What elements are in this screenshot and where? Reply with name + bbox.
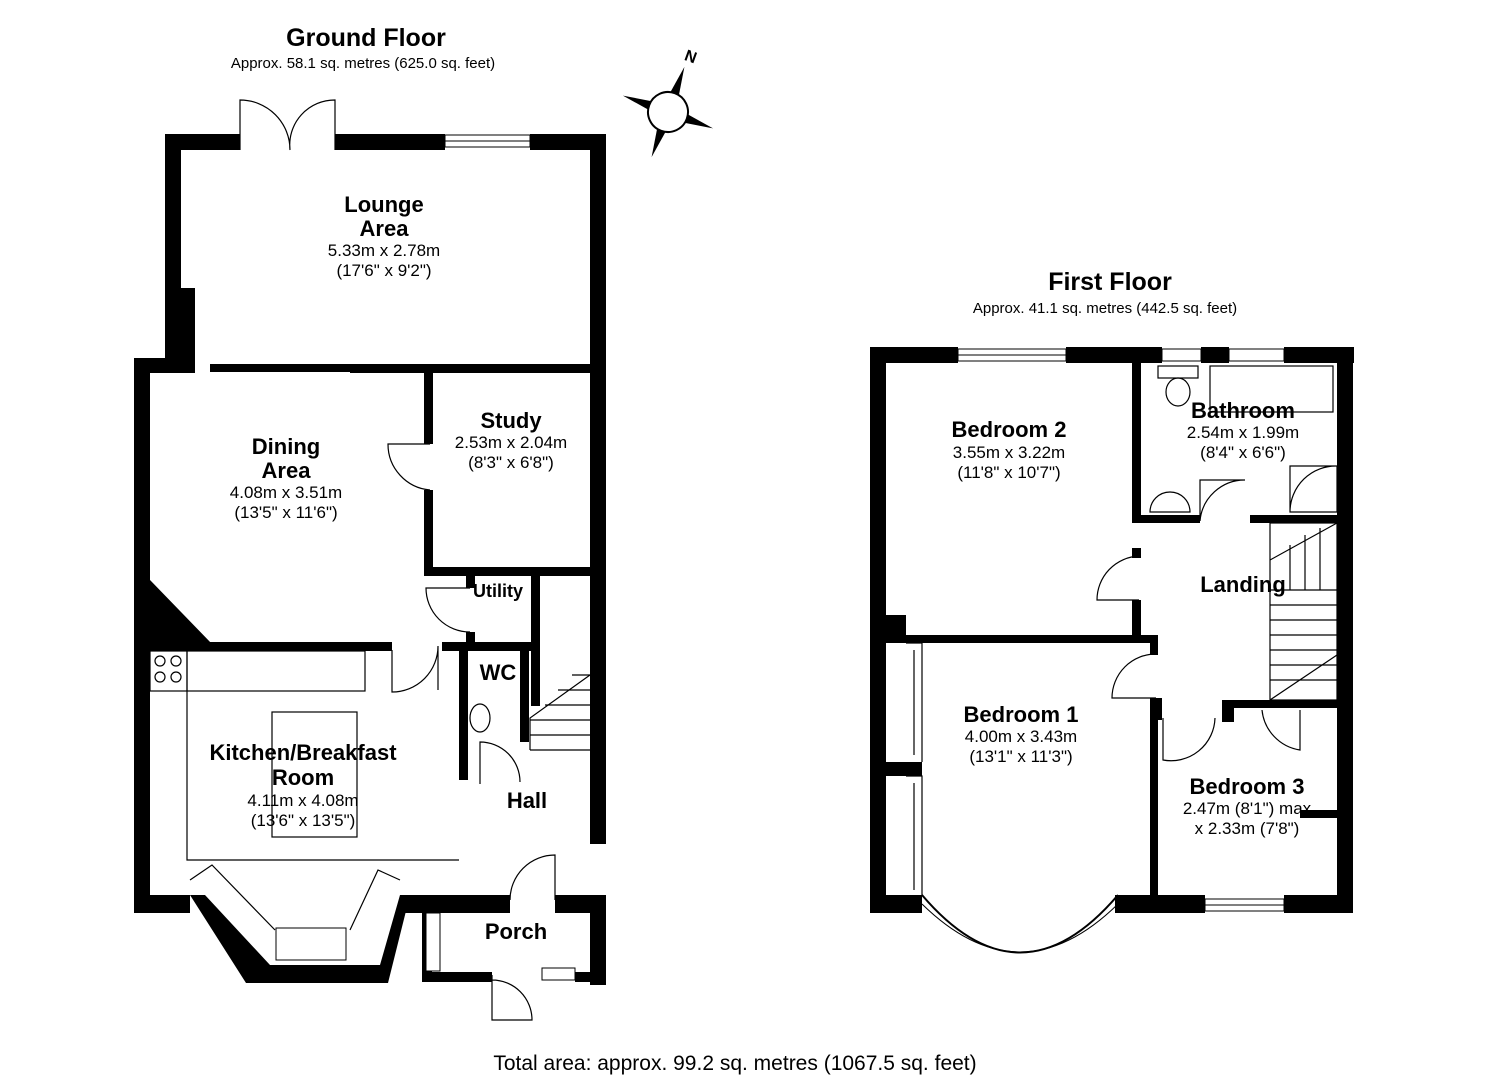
bedroom3-dim-line2: x 2.33m (7'8") — [1195, 819, 1300, 838]
ground-floor-area: Approx. 58.1 sq. metres (625.0 sq. feet) — [231, 55, 495, 72]
kitchen-units — [149, 650, 459, 931]
bedroom2-dim-imperial: (11'8" x 10'7") — [957, 463, 1060, 482]
bedroom3-label: Bedroom 3 — [1190, 774, 1305, 799]
bedroom1-dim-metric: 4.00m x 3.43m — [965, 727, 1077, 746]
study-dim-imperial: (8'3" x 6'8") — [468, 453, 554, 472]
dining-dim-imperial: (13'5" x 11'6") — [234, 503, 337, 522]
first-floor-area: Approx. 41.1 sq. metres (442.5 sq. feet) — [973, 300, 1237, 317]
bathroom-label: Bathroom — [1191, 398, 1295, 423]
kitchen-dim-imperial: (13'6" x 13'5") — [251, 811, 356, 830]
study-dim-metric: 2.53m x 2.04m — [455, 433, 567, 452]
ground-floor-title: Ground Floor — [286, 24, 446, 52]
bathroom-fittings — [1149, 365, 1338, 513]
lounge-dim-imperial: (17'6" x 9'2") — [336, 261, 431, 280]
kitchen-label-line2: Room — [272, 765, 334, 790]
lounge-label-line1: Lounge — [344, 192, 423, 217]
bathroom-dim-metric: 2.54m x 1.99m — [1187, 423, 1299, 442]
first-floor-stairs — [1269, 522, 1338, 701]
kitchen-label-line1: Kitchen/Breakfast — [209, 740, 397, 765]
compass-icon — [622, 66, 714, 158]
dining-dim-metric: 4.08m x 3.51m — [230, 483, 342, 502]
ground-floor-walls — [134, 134, 606, 985]
bedroom1-label: Bedroom 1 — [964, 702, 1079, 727]
landing-label: Landing — [1200, 572, 1286, 597]
ground-floor-plan: Ground Floor Approx. 58.1 sq. metres (62… — [134, 24, 606, 1021]
ground-floor-stairs — [529, 674, 591, 751]
lounge-label-line2: Area — [360, 216, 410, 241]
bathroom-dim-imperial: (8'4" x 6'6") — [1200, 443, 1286, 462]
kitchen-dim-metric: 4.11m x 4.08m — [247, 791, 358, 810]
first-floor-walls — [870, 347, 1354, 913]
bedroom1-dim-imperial: (13'1" x 11'3") — [969, 747, 1072, 766]
first-floor-title: First Floor — [1048, 268, 1172, 296]
compass-north-label: N — [682, 47, 699, 67]
lounge-dim-metric: 5.33m x 2.78m — [328, 241, 440, 260]
first-floor-plan: First Floor Approx. 41.1 sq. metres (442… — [870, 268, 1354, 954]
dining-label-line1: Dining — [252, 434, 320, 459]
total-area: Total area: approx. 99.2 sq. metres (106… — [493, 1052, 976, 1075]
dining-label-line2: Area — [262, 458, 312, 483]
hall-label: Hall — [507, 788, 547, 813]
study-label: Study — [480, 408, 542, 433]
bedroom3-dim-line1: 2.47m (8'1") max — [1183, 799, 1312, 818]
utility-label: Utility — [473, 581, 523, 601]
wc-label: WC — [480, 660, 517, 685]
porch-label: Porch — [485, 919, 547, 944]
bedroom2-label: Bedroom 2 — [952, 417, 1067, 442]
bedroom2-dim-metric: 3.55m x 3.22m — [953, 443, 1065, 462]
